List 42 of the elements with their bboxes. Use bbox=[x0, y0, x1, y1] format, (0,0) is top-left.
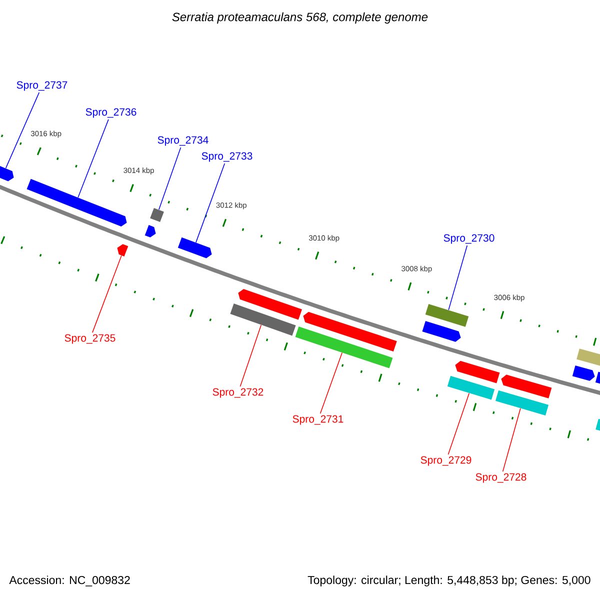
gene-feature bbox=[0, 166, 14, 182]
gene-label: Spro_2729 bbox=[420, 456, 472, 466]
gene-feature bbox=[144, 225, 156, 238]
gene-feature bbox=[303, 312, 397, 352]
leader-line bbox=[502, 408, 521, 472]
gene-feature bbox=[238, 289, 302, 320]
gene-label: Spro_2731 bbox=[292, 415, 344, 425]
leader-line bbox=[448, 245, 468, 310]
gene-track-bar bbox=[230, 304, 296, 336]
leader-line bbox=[78, 119, 109, 198]
leader-line bbox=[240, 324, 262, 387]
gene-label: Spro_2730 bbox=[444, 234, 494, 244]
leader-line bbox=[5, 92, 40, 169]
leader-line bbox=[448, 392, 470, 455]
gene-track-bar bbox=[495, 390, 549, 416]
gene-label: Spro_2736 bbox=[86, 108, 136, 118]
gene-track-bar bbox=[425, 304, 469, 327]
gene-label: Spro_2733 bbox=[202, 152, 252, 162]
accession-text: Accession: NC_009832 bbox=[9, 576, 130, 586]
gene-feature bbox=[455, 360, 500, 384]
gene-track-bar bbox=[295, 326, 393, 368]
gene-track-bar bbox=[447, 376, 495, 400]
gene-label: Spro_2728 bbox=[476, 473, 526, 483]
gene-label: Spro_2732 bbox=[212, 388, 264, 398]
leader-line bbox=[196, 163, 226, 243]
genome-info-text: Topology: circular; Length: 5,448,853 bp; Genes: 5,000 bbox=[308, 576, 590, 586]
leader-line bbox=[158, 147, 182, 210]
gene-feature bbox=[595, 372, 600, 386]
gene-track-bar bbox=[576, 348, 600, 367]
gene-label: Spro_2734 bbox=[158, 136, 208, 146]
gene-feature bbox=[117, 244, 128, 256]
gene-label: Spro_2737 bbox=[16, 81, 68, 91]
gene-feature bbox=[26, 178, 127, 226]
gene-feature bbox=[178, 237, 212, 258]
gene-track-bar bbox=[150, 208, 164, 222]
gene-label: Spro_2735 bbox=[64, 334, 116, 344]
gene-feature bbox=[501, 374, 552, 398]
gene-feature bbox=[422, 320, 461, 342]
title: Serratia proteamaculans 568, complete genome bbox=[172, 12, 428, 24]
leader-line bbox=[92, 255, 122, 333]
gene-feature bbox=[572, 366, 595, 381]
leader-line bbox=[320, 352, 342, 414]
